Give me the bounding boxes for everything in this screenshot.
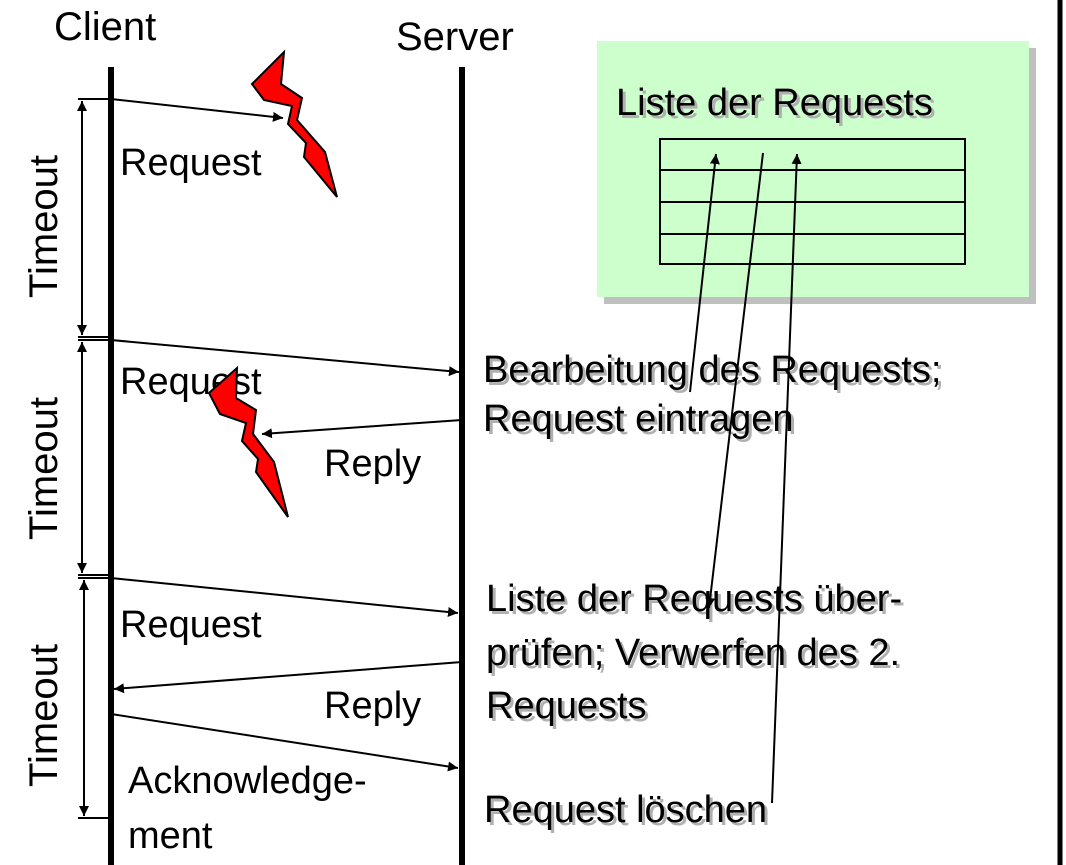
acknowledgement-arrow [110, 713, 459, 772]
note-delete: Request löschen Request löschen [484, 789, 770, 834]
svg-text:Bearbeitung des Requests;: Bearbeitung des Requests; [486, 352, 944, 394]
note-check-line2: prüfen; Verwerfen des 2. [486, 632, 900, 674]
note-check-line1: Liste der Requests über- [486, 578, 902, 620]
client-label: Client [54, 5, 156, 49]
timeout-bracket-3 [78, 577, 108, 819]
connector-insert [689, 153, 720, 393]
reply-arrow-2 [113, 661, 463, 694]
note-delete-line: Request löschen [484, 789, 767, 831]
timeout-label-1: Timeout [22, 155, 66, 298]
reply-arrow-1-lost [261, 419, 463, 439]
lightning-icon-2 [207, 365, 289, 518]
timeout-label-3: Timeout [22, 644, 66, 787]
request-label-3: Request [120, 604, 262, 646]
request-label-2: Request [120, 361, 262, 403]
reply-label-1: Reply [324, 443, 421, 485]
request-arrow-3 [110, 577, 459, 617]
acknowledgement-label-line2: ment [128, 815, 213, 857]
timeout-bracket-1 [77, 98, 108, 338]
svg-text:prüfen; Verwerfen des 2.: prüfen; Verwerfen des 2. [489, 635, 903, 677]
request-arrow-2 [110, 339, 460, 377]
timeout-bracket-2 [77, 339, 108, 576]
connector-delete [771, 153, 802, 804]
svg-text:Request eintragen: Request eintragen [486, 401, 797, 443]
request-arrow-1-lost [110, 98, 284, 122]
note-processing-line2: Request eintragen [483, 398, 794, 440]
reply-label-2: Reply [324, 685, 421, 727]
svg-text:Request löschen: Request löschen [487, 792, 770, 834]
panel-title-shadow: Liste der Requests [619, 85, 936, 127]
svg-text:Liste der Requests über-: Liste der Requests über- [489, 581, 905, 623]
request-label-1: Request [120, 142, 262, 184]
svg-text:Requests: Requests [489, 688, 650, 730]
note-check-list: Liste der Requests über- Liste der Reque… [486, 578, 905, 730]
note-processing: Bearbeitung des Requests; Bearbeitung de… [483, 349, 944, 443]
acknowledgement-label-line1: Acknowledge- [128, 760, 367, 802]
timeout-label-2: Timeout [22, 397, 66, 540]
request-table [659, 138, 966, 265]
server-label: Server [396, 15, 514, 59]
panel-title: Liste der Requests [616, 82, 933, 124]
note-check-line3: Requests [486, 685, 647, 727]
note-processing-line1: Bearbeitung des Requests; [483, 349, 941, 391]
lightning-icon-1 [250, 49, 338, 198]
connector-check [705, 152, 764, 609]
